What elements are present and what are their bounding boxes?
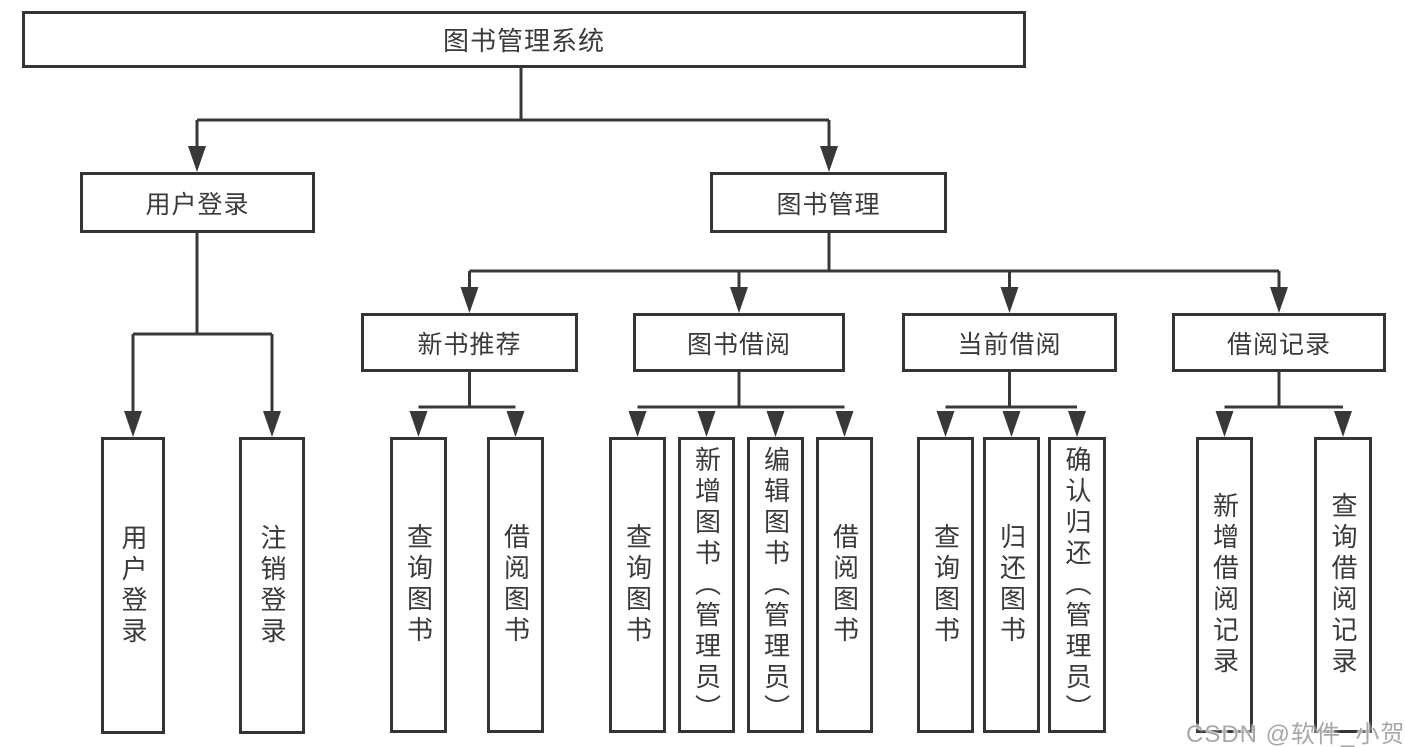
leaf-add-books-admin: 新增图书（管理员） xyxy=(678,437,735,733)
leaf-add-borrow-record-label: 新增借阅记录 xyxy=(1209,492,1240,678)
leaf-query-books-3: 查询图书 xyxy=(917,437,974,733)
leaf-borrow-books-2: 借阅图书 xyxy=(816,437,873,733)
arrowhead-add-borrow-record xyxy=(1215,411,1234,437)
leaf-query-books-1-label: 查询图书 xyxy=(403,523,434,647)
arrowhead-new-books xyxy=(460,287,479,313)
arrowhead-leaf-user-login xyxy=(124,411,142,437)
leaf-query-borrow-record: 查询借阅记录 xyxy=(1314,437,1372,733)
node-user-login: 用户登录 xyxy=(80,172,315,233)
leaf-logout: 注销登录 xyxy=(239,437,305,734)
leaf-confirm-return-admin: 确认归还（管理员） xyxy=(1048,437,1106,733)
leaf-edit-books-admin-label: 编辑图书（管理员） xyxy=(760,445,791,725)
csdn-watermark: CSDN @软件_小贺同学 xyxy=(1186,721,1405,747)
leaf-query-books-2-label: 查询图书 xyxy=(622,523,653,647)
leaf-add-books-admin-label: 新增图书（管理员） xyxy=(691,445,722,725)
arrowhead-query-books-3 xyxy=(936,411,955,437)
leaf-logout-label: 注销登录 xyxy=(257,523,287,648)
arrowhead-user-login xyxy=(188,146,206,172)
arrowhead-return-books xyxy=(1002,411,1021,437)
arrowhead-query-books-2 xyxy=(628,411,647,437)
arrowhead-borrow-books-2 xyxy=(835,411,854,437)
arrowhead-query-borrow-record xyxy=(1334,411,1352,437)
node-borrow-records: 借阅记录 xyxy=(1172,313,1386,372)
leaf-edit-books-admin: 编辑图书（管理员） xyxy=(747,437,804,733)
node-book-management-system: 图书管理系统 xyxy=(22,11,1026,68)
arrowhead-edit-books xyxy=(766,411,785,437)
leaf-user-login: 用户登录 xyxy=(101,437,165,734)
arrowhead-leaf-logout xyxy=(263,411,281,437)
leaf-query-borrow-record-label: 查询借阅记录 xyxy=(1328,492,1358,678)
leaf-query-books-3-label: 查询图书 xyxy=(930,523,961,647)
leaf-user-login-label: 用户登录 xyxy=(118,523,148,648)
arrowhead-add-books xyxy=(697,411,716,437)
leaf-borrow-books-1: 借阅图书 xyxy=(487,437,544,733)
node-book-management: 图书管理 xyxy=(710,172,947,233)
node-book-borrow: 图书借阅 xyxy=(633,313,845,372)
arrowhead-current-borrow xyxy=(1000,287,1019,313)
arrowhead-query-books-1 xyxy=(409,411,428,437)
arrowhead-borrow-records xyxy=(1270,287,1288,313)
leaf-return-books-label: 归还图书 xyxy=(996,523,1027,647)
leaf-borrow-books-1-label: 借阅图书 xyxy=(500,523,531,647)
leaf-add-borrow-record: 新增借阅记录 xyxy=(1196,437,1253,733)
leaf-confirm-return-admin-label: 确认归还（管理员） xyxy=(1062,445,1092,725)
arrowhead-confirm-return xyxy=(1068,411,1086,437)
leaf-query-books-1: 查询图书 xyxy=(390,437,447,733)
leaf-borrow-books-2-label: 借阅图书 xyxy=(829,523,860,647)
leaf-return-books: 归还图书 xyxy=(983,437,1040,733)
leaf-query-books-2: 查询图书 xyxy=(609,437,666,733)
arrowhead-book-borrow xyxy=(730,287,748,313)
arrowhead-borrow-books-1 xyxy=(506,411,525,437)
node-new-book-recommend: 新书推荐 xyxy=(361,313,578,372)
node-current-borrow: 当前借阅 xyxy=(902,313,1117,372)
arrowhead-book-management xyxy=(820,146,838,172)
